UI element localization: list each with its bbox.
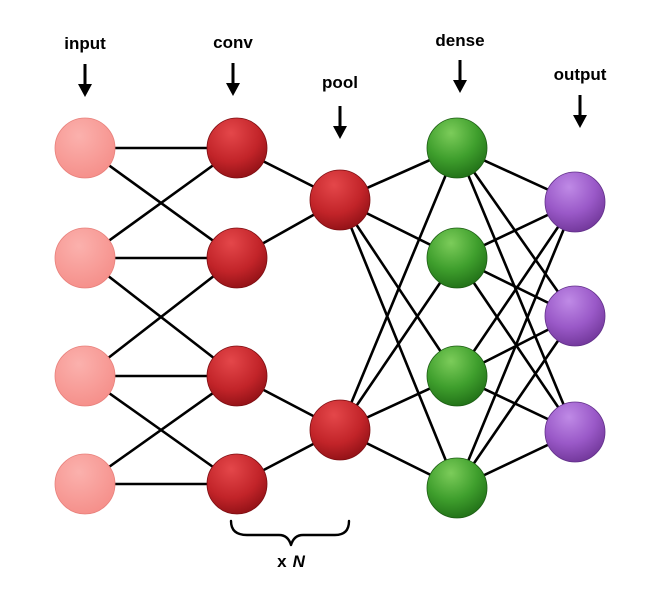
pool-dense-edge [338,256,459,432]
output-label: output [554,65,607,84]
input-node [54,227,116,289]
conv-node [206,453,268,515]
conv-node [206,345,268,407]
dense-label: dense [435,31,484,50]
input-node [54,453,116,515]
input-label: input [64,34,106,53]
conv-node [206,117,268,179]
pool-node [309,169,371,231]
conv-arrow [226,63,240,96]
dense-node [426,345,488,407]
pool-arrow [333,106,347,139]
dense-node [426,227,488,289]
dense-output-edge [455,146,577,318]
layer-arrows [78,60,587,139]
pool-label: pool [322,73,358,92]
output-node [544,171,606,233]
input-conv-edge [83,146,239,260]
repeat-variable: N [293,552,306,571]
pool-dense-edge [338,146,459,432]
output-node [544,285,606,347]
nodes [54,117,606,519]
conv-label: conv [213,33,253,52]
dense-node [426,457,488,519]
dense-output-edge [455,200,577,490]
repeat-prefix: x [277,552,287,571]
conv-node [206,227,268,289]
input-conv-edge [83,374,239,486]
input-node [54,117,116,179]
input-node [54,345,116,407]
dense-arrow [453,60,467,93]
output-arrow [573,95,587,128]
pool-node [309,399,371,461]
input-arrow [78,64,92,97]
dense-output-edge [455,200,577,378]
layer-labels: input conv pool dense output [64,31,607,92]
dense-output-edge [455,314,577,490]
input-conv-edge [83,256,239,378]
dense-node [426,117,488,179]
output-node [544,401,606,463]
